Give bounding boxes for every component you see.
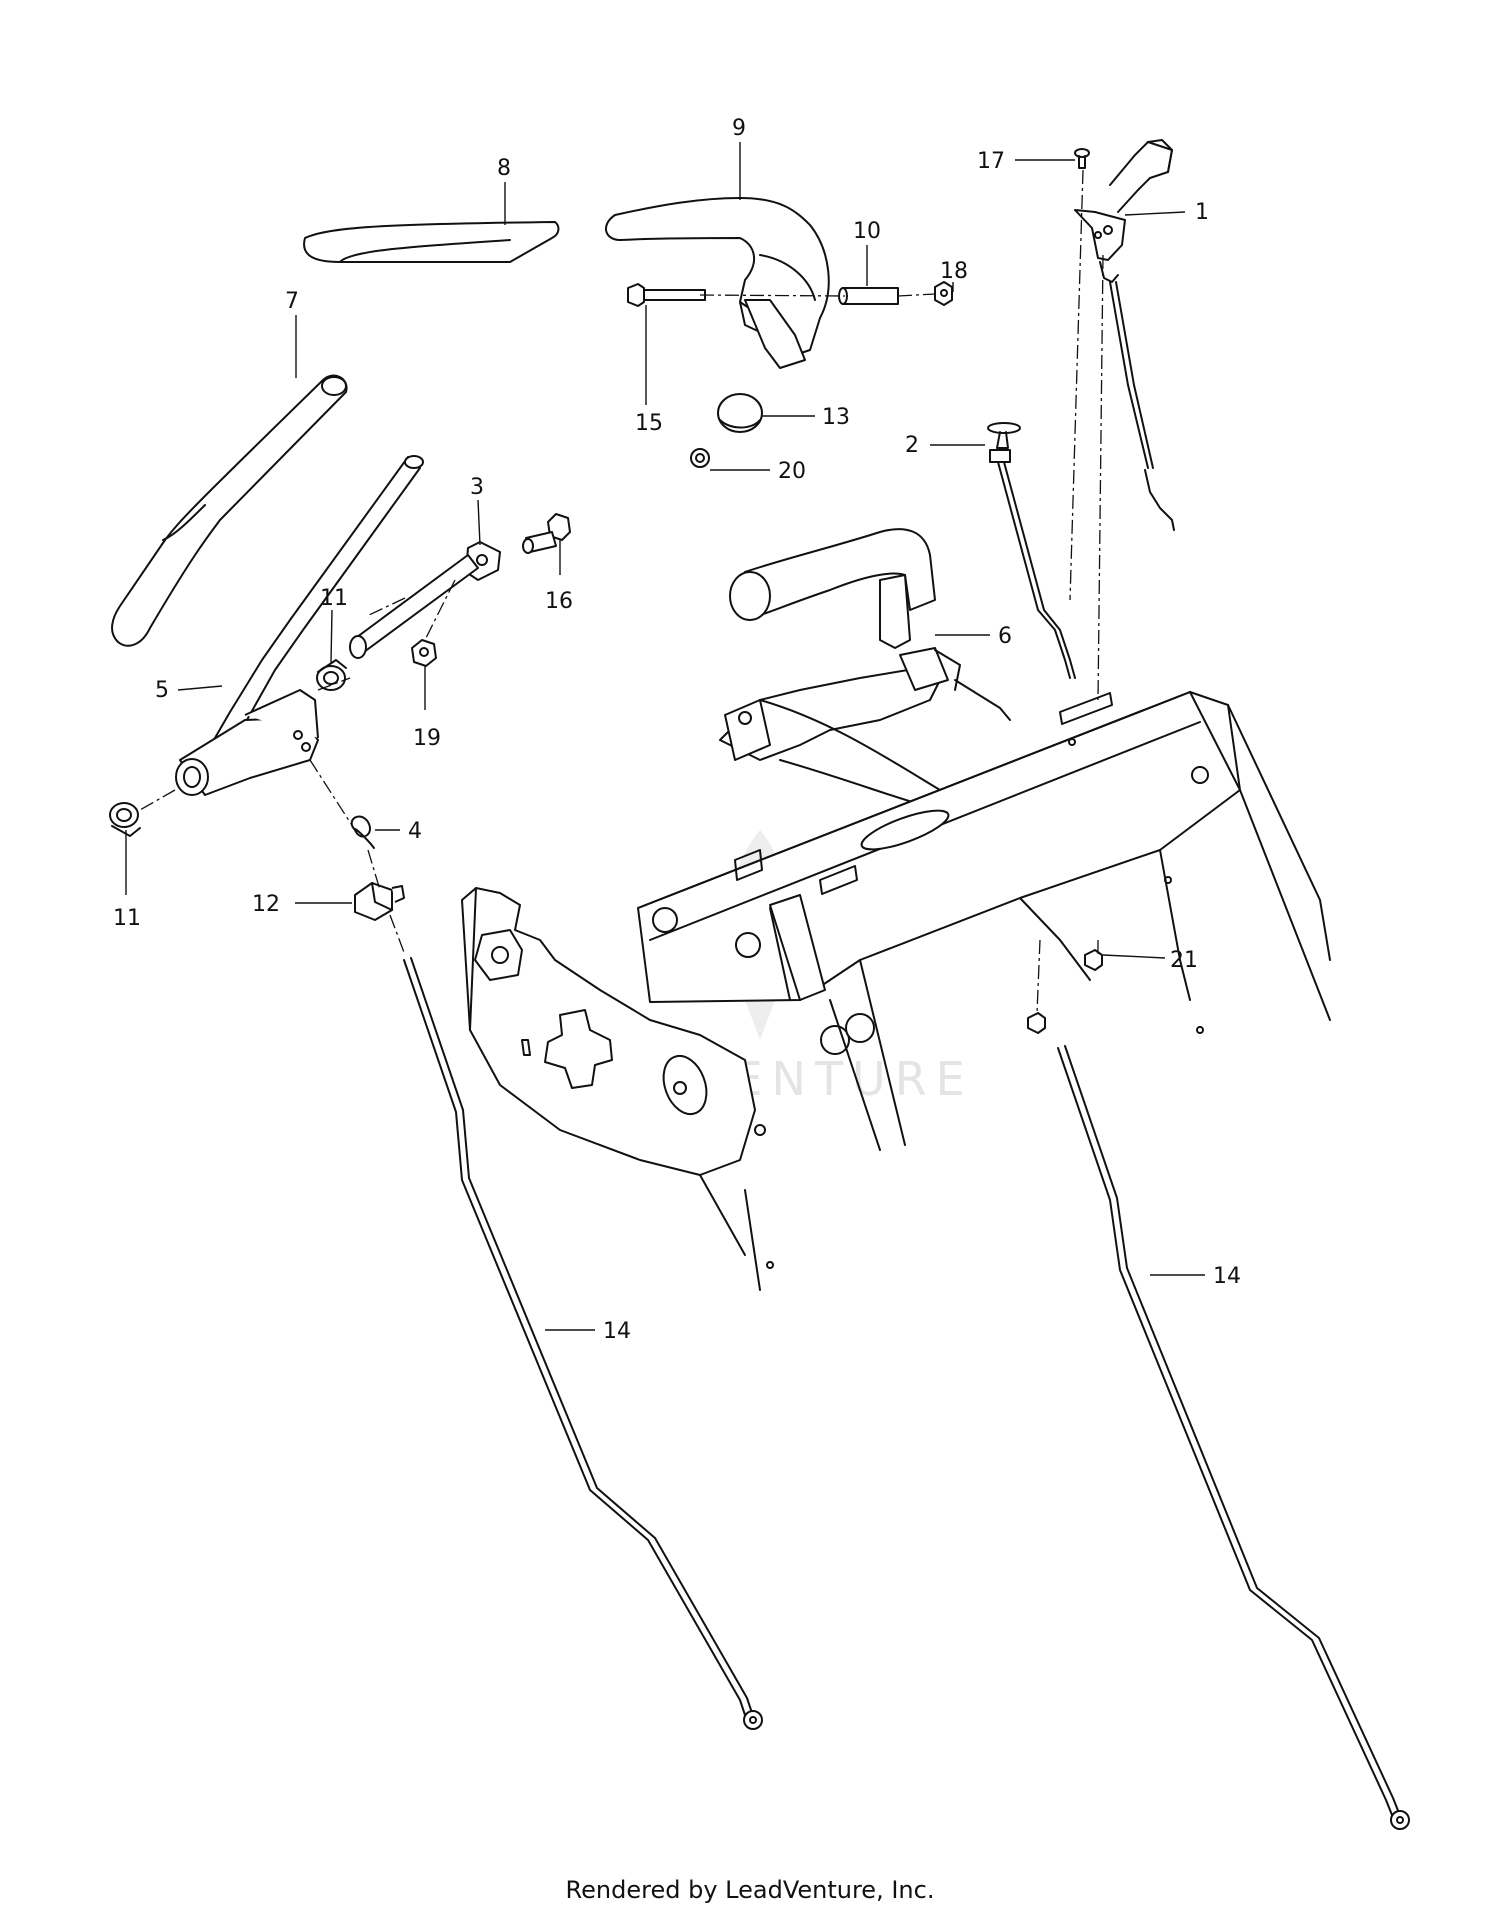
callout-18: 18	[940, 259, 968, 284]
part-1-control-lever	[1074, 139, 1175, 531]
callout-7: 7	[285, 289, 299, 314]
callout-14a: 14	[603, 1319, 631, 1344]
callout-15: 15	[635, 411, 663, 436]
part-16-hex-bolt	[522, 513, 571, 554]
part-8-grip-pad	[303, 221, 560, 263]
callout-9: 9	[732, 116, 746, 141]
callout-11a: 11	[320, 586, 348, 611]
handle-frame-panel	[637, 691, 1331, 1151]
callout-21: 21	[1170, 948, 1198, 973]
part-9-bail-handle	[605, 197, 830, 369]
part-13-knob-cap	[717, 393, 763, 433]
part-5-left-handle	[175, 455, 424, 796]
callout-13: 13	[822, 405, 850, 430]
part-4-spring-clip	[350, 815, 375, 849]
callout-14b: 14	[1213, 1264, 1241, 1289]
part-14-rod-left	[403, 957, 763, 1730]
footer-credit: Rendered by LeadVenture, Inc.	[565, 1876, 935, 1904]
callout-labels: 1 2 3 4 5 6 7 8 9 10 11 11 12 13 14 14 1	[113, 116, 1241, 1344]
part-12-coupler	[354, 882, 405, 921]
callout-10: 10	[853, 219, 881, 244]
part-11-bushing-lower	[109, 802, 141, 837]
part-6-right-handle-bail	[719, 528, 1011, 811]
part-19-hex-nut	[411, 639, 437, 667]
part-2-choke-cable	[987, 422, 1076, 679]
callout-5: 5	[155, 678, 169, 703]
callout-4: 4	[408, 819, 422, 844]
side-bracket-plate	[461, 887, 774, 1291]
part-7-foam-grip	[111, 374, 348, 647]
part-15-long-bolt	[627, 283, 706, 307]
callout-12: 12	[252, 892, 280, 917]
callout-17: 17	[977, 149, 1005, 174]
part-3-handle-bolt	[349, 541, 501, 659]
part-11-bushing-upper	[316, 659, 347, 691]
assembly-axis-lines	[139, 169, 1104, 1014]
part-20-nut	[690, 448, 710, 468]
callout-16: 16	[545, 589, 573, 614]
callout-8: 8	[497, 156, 511, 181]
callout-6: 6	[998, 624, 1012, 649]
part-10-spacer	[838, 287, 899, 305]
part-14-rod-right	[1057, 1045, 1410, 1830]
callout-19: 19	[413, 726, 441, 751]
callout-2: 2	[905, 433, 919, 458]
callout-3: 3	[470, 475, 484, 500]
part-17-rivet	[1074, 148, 1090, 169]
callout-11b: 11	[113, 906, 141, 931]
part-18-hex-nut	[934, 281, 953, 306]
callout-1: 1	[1195, 200, 1209, 225]
part-21-lock-nut	[1027, 949, 1103, 1034]
callout-20: 20	[778, 459, 806, 484]
